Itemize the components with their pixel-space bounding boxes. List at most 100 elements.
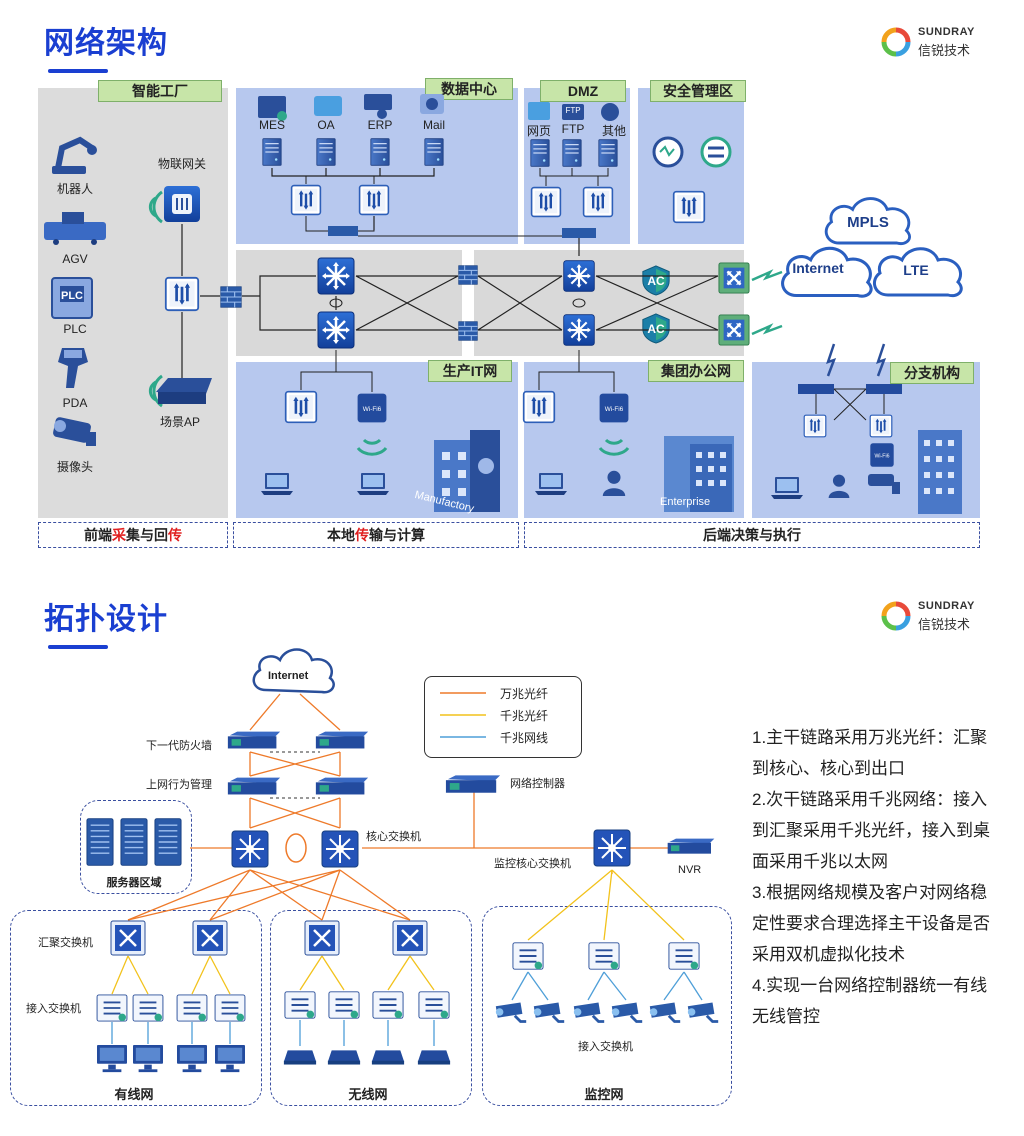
dmz-switch-1-icon <box>530 186 562 218</box>
erp-server-icon <box>370 137 390 167</box>
zone-label-datacenter: 数据中心 <box>425 78 513 100</box>
branch-laptop-icon <box>771 477 803 499</box>
design-notes: 1.主干链路采用万兆光纤：汇聚到核心、核心到出口 2.次干链路采用千兆网络：接入… <box>752 722 992 1032</box>
mes-server-icon <box>262 137 282 167</box>
note-4: 4.实现一台网络控制器统一有线无线管控 <box>752 976 988 1026</box>
nvr-icon <box>667 838 715 854</box>
note-2: 2.次干链路采用千兆网络：接入到汇聚采用千兆光纤，接入到桌面采用千兆以太网 <box>752 790 990 871</box>
phase-backend-decision: 后端决策与执行 <box>524 522 980 548</box>
zone-label-production-it: 生产IT网 <box>428 360 512 382</box>
logo-brand: SUNDRAY <box>918 26 975 38</box>
firewall-1-icon <box>227 731 281 749</box>
title-underline-2 <box>48 645 108 649</box>
label-access-switch: 接入交换机 <box>26 1003 81 1015</box>
section-title-topology: 拓扑设计 <box>44 603 168 636</box>
branch-user-icon <box>828 474 850 498</box>
dc-firewall-icon <box>328 226 358 236</box>
agv-icon <box>44 212 106 245</box>
label-firewall: 下一代防火墙 <box>146 740 212 752</box>
monitor-group <box>482 906 732 1106</box>
legend-1g-copper: 千兆网线 <box>500 731 549 745</box>
branch-switch-2-icon <box>869 414 893 438</box>
label-ftp: FTP <box>561 122 585 136</box>
camera-icon <box>53 417 96 446</box>
prod-wifi-signal-icon <box>356 438 388 456</box>
sundray-logo-icon-2 <box>881 601 911 631</box>
behavior-mgmt-1-icon <box>227 777 281 795</box>
label-network-controller: 网络控制器 <box>510 778 565 790</box>
prod-laptop-2-icon <box>357 473 389 495</box>
section-title-architecture: 网络架构 <box>44 27 168 60</box>
label-mail: Mail <box>422 118 446 132</box>
edge-router-1-icon <box>718 262 750 294</box>
legend-1g-fiber: 千兆光纤 <box>500 709 549 723</box>
branch-signal-2-icon <box>876 343 887 377</box>
phase-local-transfer: 本地传输与计算 <box>233 522 519 548</box>
branch-switch-1-icon <box>803 414 827 438</box>
edge-router-2-icon <box>718 314 750 346</box>
scene-ap-icon <box>148 374 212 408</box>
ac-2-label: AC <box>647 322 665 336</box>
phase-front-collect: 前端采集与回传 <box>38 522 228 548</box>
security-audit-icon <box>700 136 732 168</box>
mail-server-icon <box>424 137 444 167</box>
prod-laptop-1-icon <box>261 473 293 495</box>
label-mes: MES <box>258 118 286 132</box>
ftp-server-icon <box>562 139 582 167</box>
label-monitor: 监控网 <box>584 1087 624 1102</box>
zone-label-security: 安全管理区 <box>650 80 746 102</box>
plc-icon <box>51 277 93 319</box>
label-plc: PLC <box>63 322 87 336</box>
pda-icon <box>58 348 88 388</box>
exit-switch-2-icon <box>562 313 596 347</box>
zone-label-office: 集团办公网 <box>648 360 744 382</box>
label-server-zone: 服务器区域 <box>106 877 162 889</box>
label-robot: 机器人 <box>56 182 94 196</box>
prod-switch-icon <box>284 390 318 424</box>
core-switch-1-icon <box>230 829 270 869</box>
dc-switch-2-icon <box>358 184 390 216</box>
sundray-logo-2: SUNDRAY 信锐技术 <box>876 596 986 636</box>
branch-router-2-icon <box>866 384 902 394</box>
label-internet-cloud: Internet <box>792 260 844 276</box>
monitor-core-switch-icon <box>592 828 632 868</box>
label-wireless: 无线网 <box>348 1087 388 1102</box>
core-switch-2-icon <box>320 829 360 869</box>
web-icon <box>528 102 550 120</box>
label-access-switch-monitor: 接入交换机 <box>578 1041 633 1053</box>
zone-label-branch: 分支机构 <box>890 362 974 384</box>
security-shield-icon <box>652 136 684 168</box>
mail-icon <box>420 94 444 114</box>
label-core-switch: 核心交换机 <box>366 831 421 843</box>
erp-icon <box>364 94 392 119</box>
oa-server-icon <box>316 137 336 167</box>
label-pda: PDA <box>62 396 88 410</box>
enterprise-building-icon <box>664 436 734 512</box>
other-icon <box>601 103 619 121</box>
wireless-link-2-icon <box>751 323 783 336</box>
logo-brand-cn: 信锐技术 <box>918 43 971 58</box>
other-server-icon <box>598 139 618 167</box>
wireless-link-1-icon <box>751 269 783 282</box>
factory-firewall-icon <box>220 285 242 309</box>
legend-box <box>424 676 582 758</box>
branch-building-icon <box>918 430 962 514</box>
web-server-icon <box>530 139 550 167</box>
label-oa: OA <box>317 118 335 132</box>
label-camera: 摄像头 <box>56 460 94 474</box>
note-3: 3.根据网络规模及客户对网络稳定性要求合理选择主干设备是否采用双机虚拟化技术 <box>752 883 990 964</box>
iot-gateway-icon <box>148 186 200 224</box>
label-mpls: MPLS <box>847 214 889 231</box>
factory-switch-icon <box>164 276 200 312</box>
sundray-logo-icon <box>881 27 911 57</box>
sundray-logo: SUNDRAY 信锐技术 <box>876 22 986 62</box>
label-topo-internet: Internet <box>268 670 309 682</box>
label-erp: ERP <box>367 118 393 132</box>
office-wifi-signal-icon <box>598 438 630 456</box>
label-nvr: NVR <box>678 864 702 876</box>
factory-building-icon <box>434 430 500 512</box>
oa-icon <box>314 96 342 116</box>
label-iot-gateway: 物联网关 <box>157 157 207 171</box>
logo-brand-2: SUNDRAY <box>918 600 975 612</box>
prod-wifi6-ap-icon <box>357 393 387 423</box>
